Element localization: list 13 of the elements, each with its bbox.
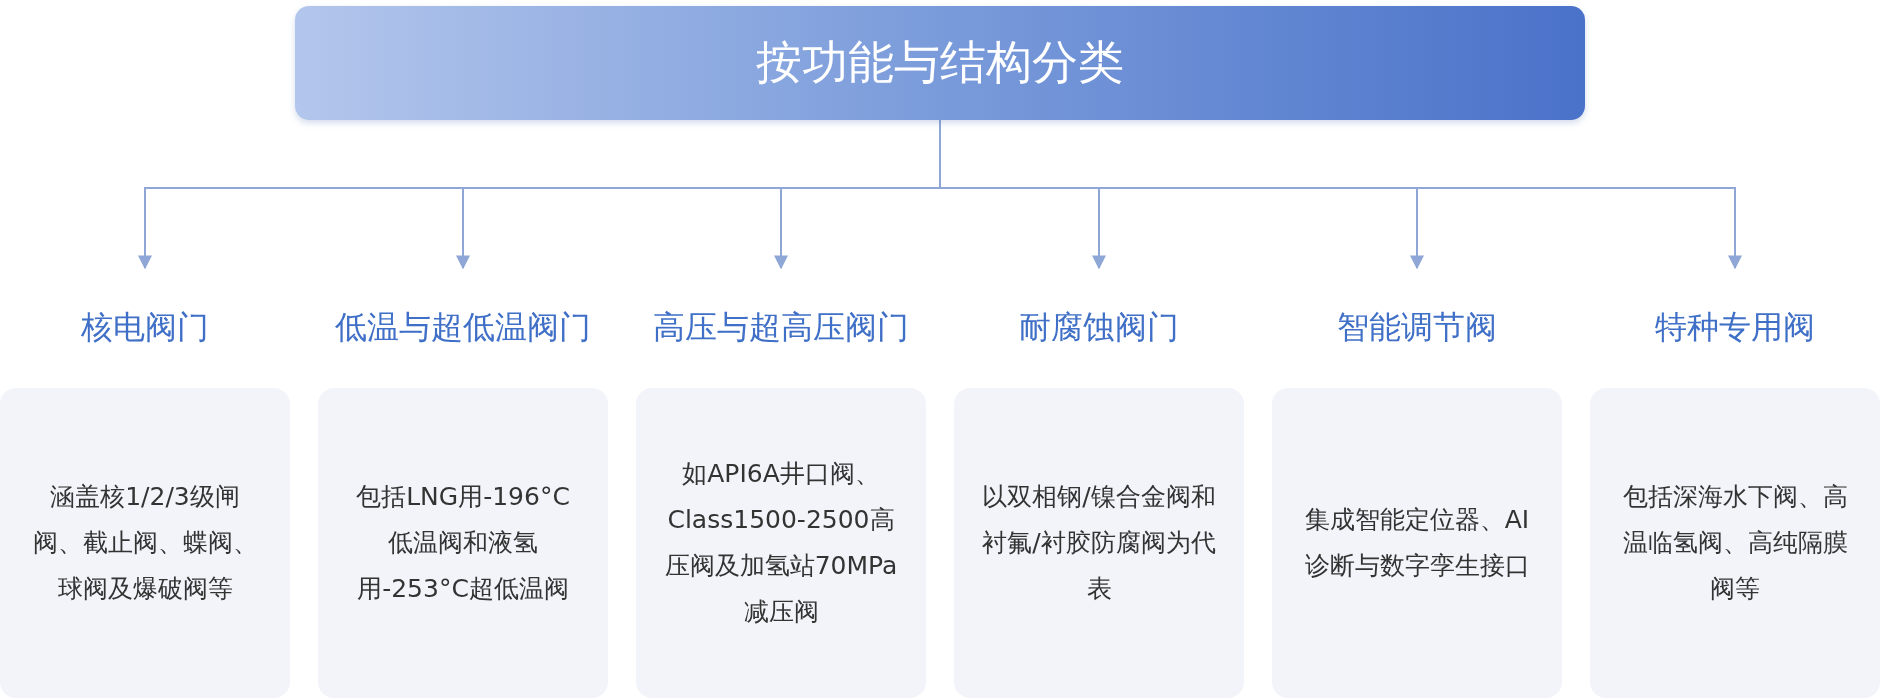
column-heading: 特种专用阀 (1655, 307, 1815, 348)
title-banner: 按功能与结构分类 (295, 6, 1585, 120)
info-card: 涵盖核1/2/3级闸阀、截止阀、蝶阀、球阀及爆破阀等 (0, 388, 290, 698)
column-heading: 高压与超高压阀门 (653, 307, 909, 348)
info-card: 包括LNG用-196°C低温阀和液氢用-253°C超低温阀 (318, 388, 608, 698)
info-card: 以双相钢/镍合金阀和衬氟/衬胶防腐阀为代表 (954, 388, 1244, 698)
info-card: 集成智能定位器、AI诊断与数字孪生接口 (1272, 388, 1562, 698)
info-card: 如API6A井口阀、Class1500-2500高压阀及加氢站70MPa减压阀 (636, 388, 926, 698)
column-heading: 耐腐蚀阀门 (1019, 307, 1179, 348)
column-heading: 低温与超低温阀门 (335, 307, 591, 348)
column-heading: 核电阀门 (81, 307, 209, 348)
column-heading: 智能调节阀 (1337, 307, 1497, 348)
info-card: 包括深海水下阀、高温临氢阀、高纯隔膜阀等 (1590, 388, 1880, 698)
